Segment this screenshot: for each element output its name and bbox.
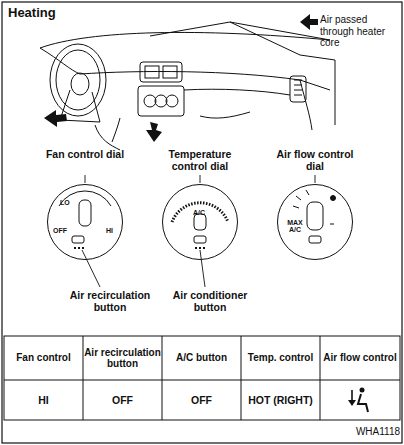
flow-arrow	[146, 122, 162, 142]
dial-text: OFF	[53, 227, 67, 234]
table-cell: Temp. control	[242, 337, 319, 379]
table-cell: A/C button	[163, 337, 240, 379]
control-dial: MAX A/C	[277, 184, 353, 260]
dial-text: A/C	[193, 209, 205, 216]
part-label: Air conditioner button	[160, 289, 260, 313]
dial-text: MAX A/C	[286, 219, 304, 234]
airflow-face-icon	[348, 388, 368, 413]
part-label: Air recirculation button	[55, 289, 165, 313]
figure-code: WHA1118	[330, 426, 400, 438]
control-dial: LO OFF HI	[47, 184, 123, 260]
control-dial: A/C	[162, 184, 238, 260]
legend-text: Air passed through heater core	[320, 14, 400, 49]
table-cell: Fan control	[5, 337, 82, 379]
flow-arrow	[44, 110, 67, 127]
settings-table	[4, 336, 400, 420]
dial-details	[59, 190, 336, 248]
table-cell: OFF	[84, 381, 161, 419]
table-cell: HOT (RIGHT)	[242, 381, 319, 419]
table-cell: Air flow control	[321, 337, 399, 379]
legend-arrow	[300, 14, 318, 30]
table-cell: Air recirculation button	[84, 337, 161, 379]
title: Heating	[8, 6, 56, 21]
table-cell: HI	[5, 381, 82, 419]
dial-text: HI	[106, 227, 113, 234]
part-label: Fan control dial	[45, 148, 125, 160]
dashboard-drawing	[40, 22, 335, 150]
part-label: Temperature control dial	[150, 148, 250, 172]
dial-text: LO	[60, 199, 70, 206]
part-label: Air flow control dial	[275, 148, 355, 172]
table-cell: OFF	[163, 381, 240, 419]
leader-line	[82, 175, 315, 287]
